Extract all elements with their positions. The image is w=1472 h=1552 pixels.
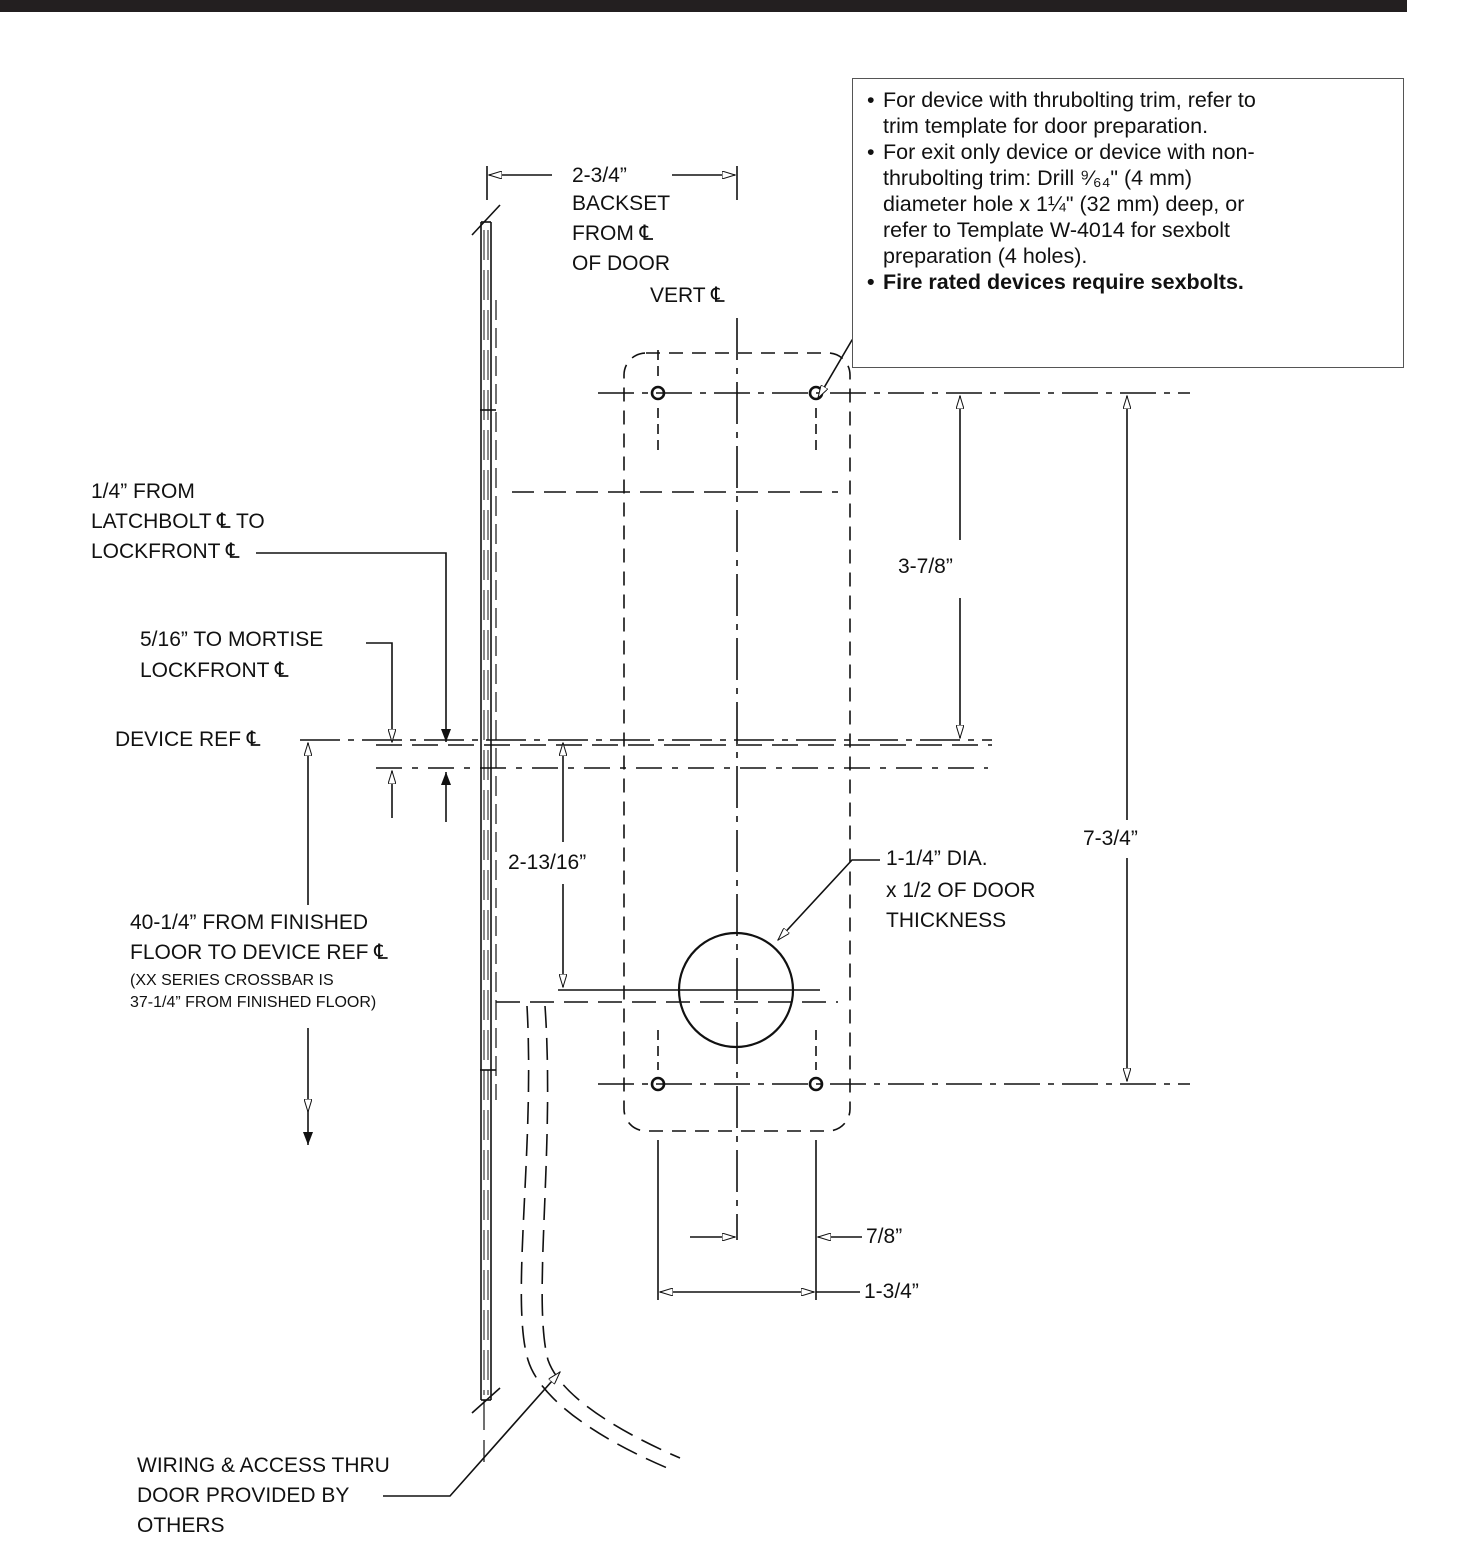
note-line-2: trim template for door preparation. bbox=[883, 114, 1209, 138]
door-edge bbox=[471, 204, 501, 1462]
backset-dimension bbox=[486, 166, 738, 200]
cylinder-hole bbox=[677, 931, 795, 1049]
hole-dia-leader bbox=[778, 859, 880, 940]
hole-dia-label-line3: THICKNESS bbox=[886, 909, 1007, 932]
vert-cl-label: VERT ℄ bbox=[650, 284, 725, 307]
wiring-label-line2: DOOR PROVIDED BY bbox=[137, 1484, 350, 1507]
wiring-conduit bbox=[520, 1005, 681, 1471]
note-item-3: • Fire rated devices require sexbolts. bbox=[867, 269, 1391, 295]
backset-label-line3: OF DOOR bbox=[572, 252, 670, 275]
header-bar bbox=[0, 0, 1407, 12]
mortise-leader bbox=[366, 642, 392, 818]
bullet: • bbox=[867, 140, 875, 164]
floor-note-line1: (XX SERIES CROSSBAR IS bbox=[130, 972, 334, 989]
note-line-5: diameter hole x 1¼" (32 mm) deep, or bbox=[883, 192, 1245, 216]
mortise-label-line1: 5/16” TO MORTISE bbox=[140, 628, 324, 651]
hole-dia-label-line1: 1-1/4” DIA. bbox=[886, 847, 988, 870]
dimension-7-8 bbox=[657, 1140, 862, 1300]
dim-7-3-4-label: 7-3/4” bbox=[1083, 827, 1138, 850]
bullet: • bbox=[867, 270, 875, 294]
latchbolt-label-line2: LATCHBOLT ℄ TO bbox=[91, 510, 265, 533]
bottom-left-hole bbox=[650, 1076, 666, 1092]
bottom-right-hole bbox=[808, 1076, 824, 1092]
backset-label-line2: FROM ℄ bbox=[572, 222, 654, 245]
note-item-2: • For exit only device or device with no… bbox=[867, 139, 1391, 269]
dim-2-13-16-label: 2-13/16” bbox=[508, 851, 587, 874]
wiring-label-line1: WIRING & ACCESS THRU bbox=[137, 1454, 390, 1477]
latchbolt-leader bbox=[256, 552, 451, 822]
floor-note-line2: 37-1/4” FROM FINISHED FLOOR) bbox=[130, 994, 377, 1011]
device-ref-label: DEVICE REF ℄ bbox=[115, 728, 261, 751]
note-line-3: For exit only device or device with non- bbox=[883, 140, 1255, 164]
backset-dim-label: 2-3/4” bbox=[572, 164, 627, 187]
top-left-hole bbox=[650, 385, 666, 401]
note-line-6: refer to Template W-4014 for sexbolt bbox=[883, 218, 1230, 242]
note-line-4: thrubolting trim: Drill ⁹⁄₆₄" (4 mm) bbox=[883, 166, 1193, 190]
note-item-1: • For device with thrubolting trim, refe… bbox=[867, 87, 1391, 139]
note-line-1: For device with thrubolting trim, refer … bbox=[883, 88, 1256, 112]
hole-dia-label-line2: x 1/2 OF DOOR bbox=[886, 879, 1036, 902]
note-line-7: preparation (4 holes). bbox=[883, 244, 1088, 268]
latchbolt-label-line3: LOCKFRONT ℄ bbox=[91, 540, 240, 563]
dim-3-7-8-label: 3-7/8” bbox=[898, 555, 953, 578]
note-item-1-text: For device with thrubolting trim, refer … bbox=[883, 87, 1256, 139]
floor-label-line1: 40-1/4” FROM FINISHED bbox=[130, 911, 369, 934]
note-line-8: Fire rated devices require sexbolts. bbox=[883, 270, 1244, 294]
note-item-2-text: For exit only device or device with non-… bbox=[883, 139, 1255, 269]
wiring-label-line3: OTHERS bbox=[137, 1514, 225, 1537]
latchbolt-label-line1: 1/4” FROM bbox=[91, 480, 195, 503]
preparation-note-box: • For device with thrubolting trim, refe… bbox=[852, 78, 1404, 368]
bullet: • bbox=[867, 88, 875, 112]
dim-1-3-4-label: 1-3/4” bbox=[864, 1280, 919, 1303]
dim-7-8-label: 7/8” bbox=[866, 1225, 903, 1248]
wiring-leader bbox=[383, 1372, 560, 1497]
floor-label-line2: FLOOR TO DEVICE REF ℄ bbox=[130, 941, 388, 964]
backset-label-line1: BACKSET bbox=[572, 192, 671, 215]
mortise-label-line2: LOCKFRONT ℄ bbox=[140, 659, 289, 682]
trim-outline bbox=[623, 352, 851, 1132]
